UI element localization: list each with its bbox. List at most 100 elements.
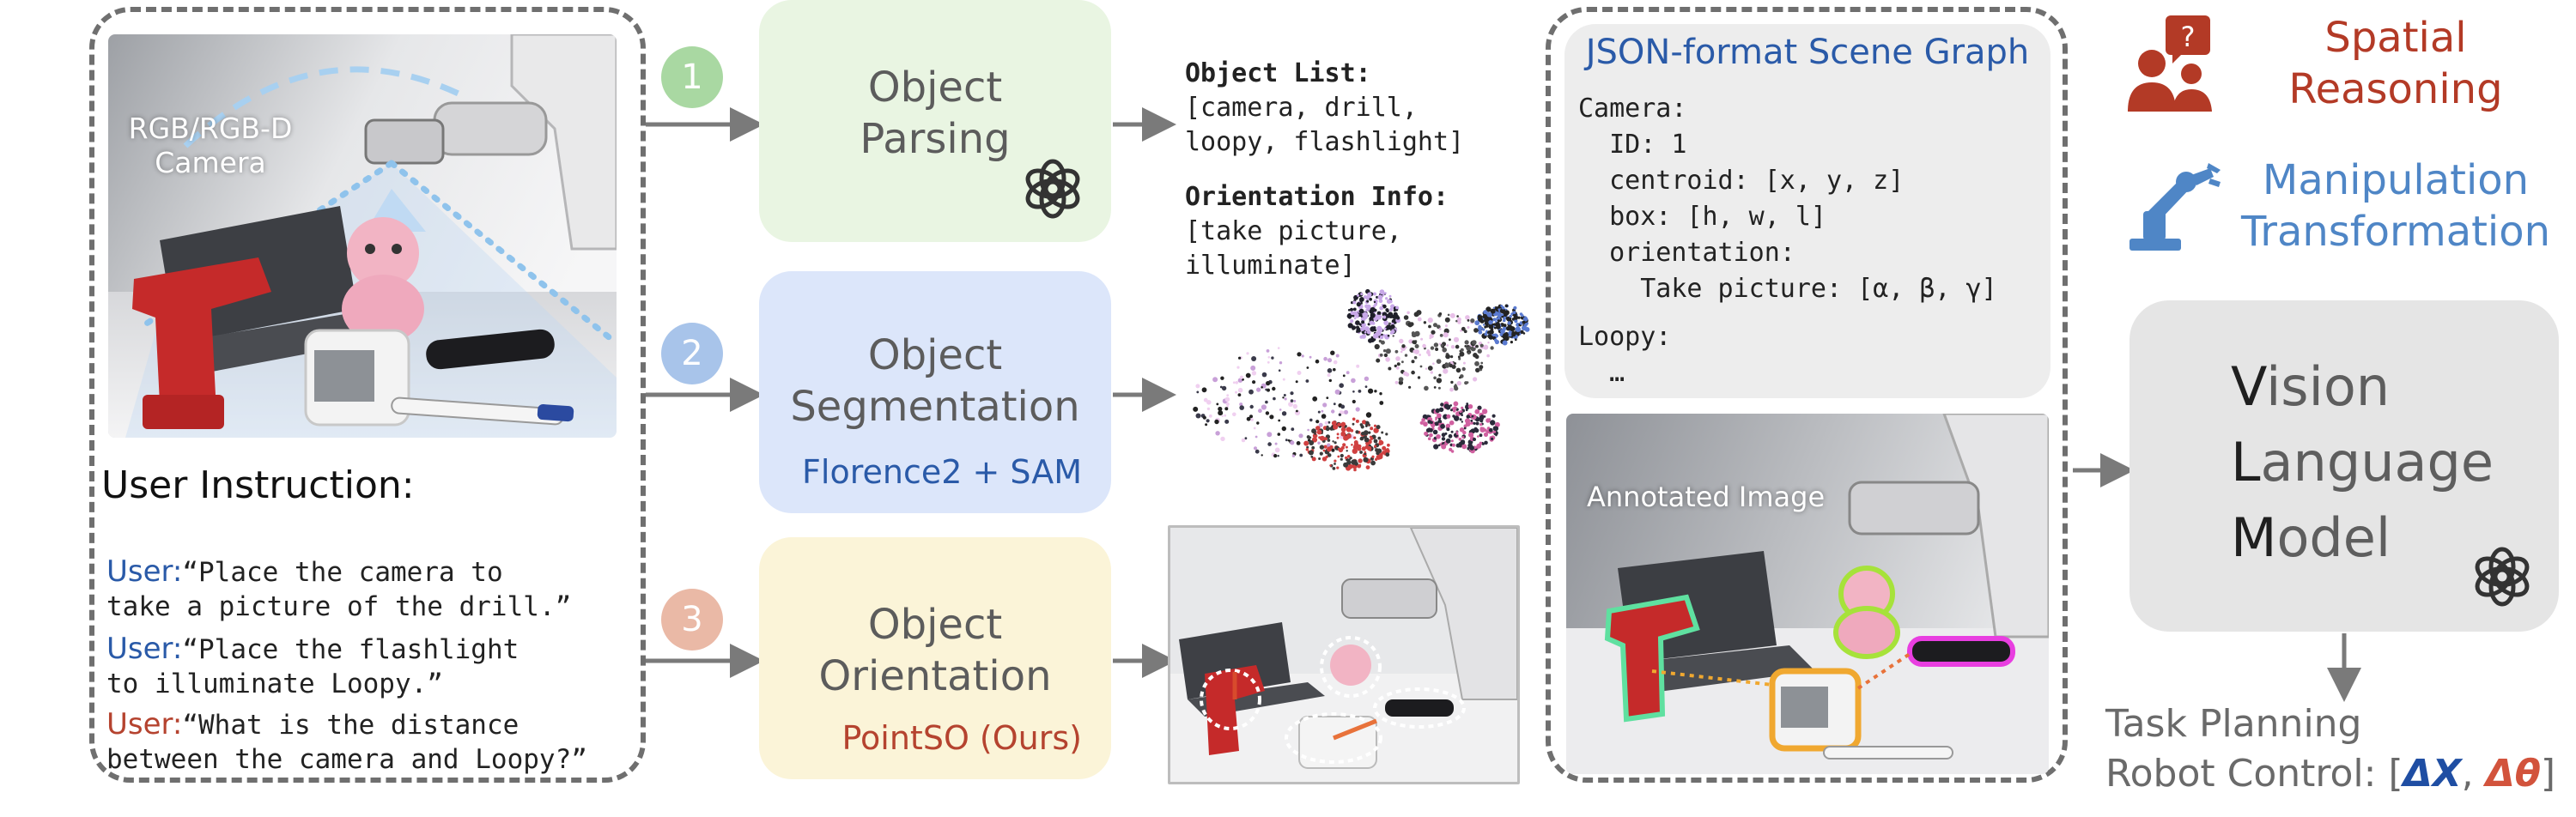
point-cloud-dot [1478, 330, 1483, 335]
point-cloud-dot [1379, 392, 1382, 396]
point-cloud-dot [1478, 326, 1483, 331]
point-cloud-dot [1408, 385, 1412, 389]
point-cloud-dot [1347, 323, 1353, 329]
point-cloud-dot [1461, 366, 1466, 372]
scene-graph-line-8: … [1578, 358, 1625, 388]
instruction-heading: User Instruction: [101, 463, 415, 507]
point-cloud-dot [1375, 334, 1378, 337]
point-cloud-dot [1291, 427, 1295, 431]
point-cloud-dot [1456, 380, 1461, 386]
point-cloud-dot [1457, 320, 1461, 324]
point-cloud-dot [1438, 342, 1442, 346]
point-cloud-dot [1343, 462, 1349, 468]
point-cloud-dot [1218, 406, 1223, 412]
parsing-output: Object List: [camera, drill, loopy, flas… [1185, 58, 1465, 157]
point-cloud-dot [1373, 424, 1377, 427]
point-cloud-dot [1331, 409, 1335, 414]
point-cloud-dot [1419, 365, 1423, 368]
robot-arm-icon [2129, 163, 2221, 251]
point-cloud-dot [1502, 340, 1508, 346]
point-cloud-dot [1347, 309, 1351, 312]
point-cloud-dot [1359, 423, 1364, 427]
point-cloud-dot [1417, 317, 1422, 322]
point-cloud-dot [1238, 356, 1242, 360]
point-cloud-dot [1430, 346, 1435, 350]
point-cloud-dot [1246, 416, 1251, 421]
point-cloud-dot [1429, 433, 1433, 438]
point-cloud-dot [1385, 357, 1390, 362]
point-cloud-dot [1220, 376, 1224, 380]
point-cloud-dot [1473, 421, 1476, 425]
spatial-reasoning-label-2: Reasoning [2288, 65, 2503, 113]
point-cloud-dot [1502, 318, 1506, 323]
point-cloud-dot [1334, 463, 1336, 465]
point-cloud-dot [1321, 457, 1327, 462]
point-cloud-dot [1226, 405, 1229, 408]
point-cloud-dot [1353, 468, 1357, 472]
point-cloud-dot [1444, 317, 1450, 323]
point-cloud-dot [1455, 443, 1461, 448]
point-cloud-dot [1318, 436, 1321, 439]
annotated-image-label: Annotated Image [1587, 481, 1826, 513]
point-cloud-dot [1427, 318, 1433, 324]
point-cloud-dot [1354, 460, 1358, 463]
point-cloud-dot [1385, 348, 1391, 354]
point-cloud-dot [1433, 386, 1437, 389]
point-cloud-dot [1453, 336, 1460, 342]
point-cloud-dot [1484, 332, 1487, 336]
point-cloud-dot [1271, 356, 1274, 360]
point-cloud-dot [1482, 324, 1485, 326]
point-cloud-dot [1490, 420, 1496, 426]
point-cloud-dot [1457, 355, 1461, 359]
point-cloud-dot [1383, 320, 1388, 325]
point-cloud-dot [1331, 448, 1335, 452]
point-cloud-dot [1359, 436, 1364, 441]
stage-3-title-1: Object [867, 601, 1003, 649]
point-cloud-dot [1315, 420, 1320, 424]
point-cloud-dot [1427, 366, 1433, 371]
point-cloud-dot [1310, 455, 1314, 458]
point-cloud-dot [1474, 408, 1480, 415]
point-cloud-dot [1305, 448, 1309, 451]
point-cloud-dot [1359, 335, 1364, 339]
point-cloud-dot [1382, 334, 1386, 336]
point-cloud-dot [1376, 425, 1381, 430]
point-cloud-dot [1493, 326, 1497, 330]
point-cloud-dot [1435, 408, 1440, 414]
point-cloud-dot [1422, 343, 1426, 348]
openai-icon [2475, 547, 2530, 607]
point-cloud-dot [1493, 430, 1497, 433]
point-cloud-dot [1440, 402, 1444, 407]
point-cloud-dot [1278, 419, 1281, 422]
point-cloud-dot [1365, 412, 1372, 418]
point-cloud-dot [1252, 380, 1256, 384]
point-cloud-dot [1277, 433, 1281, 436]
point-cloud-dot [1212, 377, 1218, 383]
point-cloud-dot [1467, 319, 1470, 322]
point-cloud-dot [1495, 434, 1498, 437]
point-cloud-dot [1454, 362, 1457, 365]
point-cloud-dot [1361, 432, 1365, 436]
point-cloud-dot [1384, 292, 1387, 294]
point-cloud-dot [1321, 409, 1324, 413]
point-cloud-dot [1408, 339, 1413, 344]
point-cloud-dot [1309, 418, 1313, 422]
point-cloud-dot [1420, 337, 1424, 341]
instruction-3: User:“What is the distance between the c… [106, 707, 587, 775]
orientation-photo [1168, 525, 1520, 784]
point-cloud-dot [1454, 384, 1457, 386]
point-cloud-dot [1329, 427, 1333, 430]
point-cloud-dot [1274, 442, 1278, 445]
point-cloud-dot [1382, 445, 1387, 451]
point-cloud-dot [1332, 467, 1336, 470]
point-cloud-dot [1332, 440, 1334, 443]
point-cloud-dot [1388, 366, 1392, 371]
point-cloud-dot [1267, 432, 1273, 438]
point-cloud-dot [1413, 341, 1417, 345]
point-cloud-dot [1512, 311, 1516, 314]
point-cloud-dot [1449, 404, 1452, 407]
point-cloud-dot [1306, 366, 1309, 369]
point-cloud-dot [1433, 376, 1437, 380]
point-cloud-dot [1424, 385, 1429, 391]
point-cloud-dot [1473, 445, 1477, 450]
